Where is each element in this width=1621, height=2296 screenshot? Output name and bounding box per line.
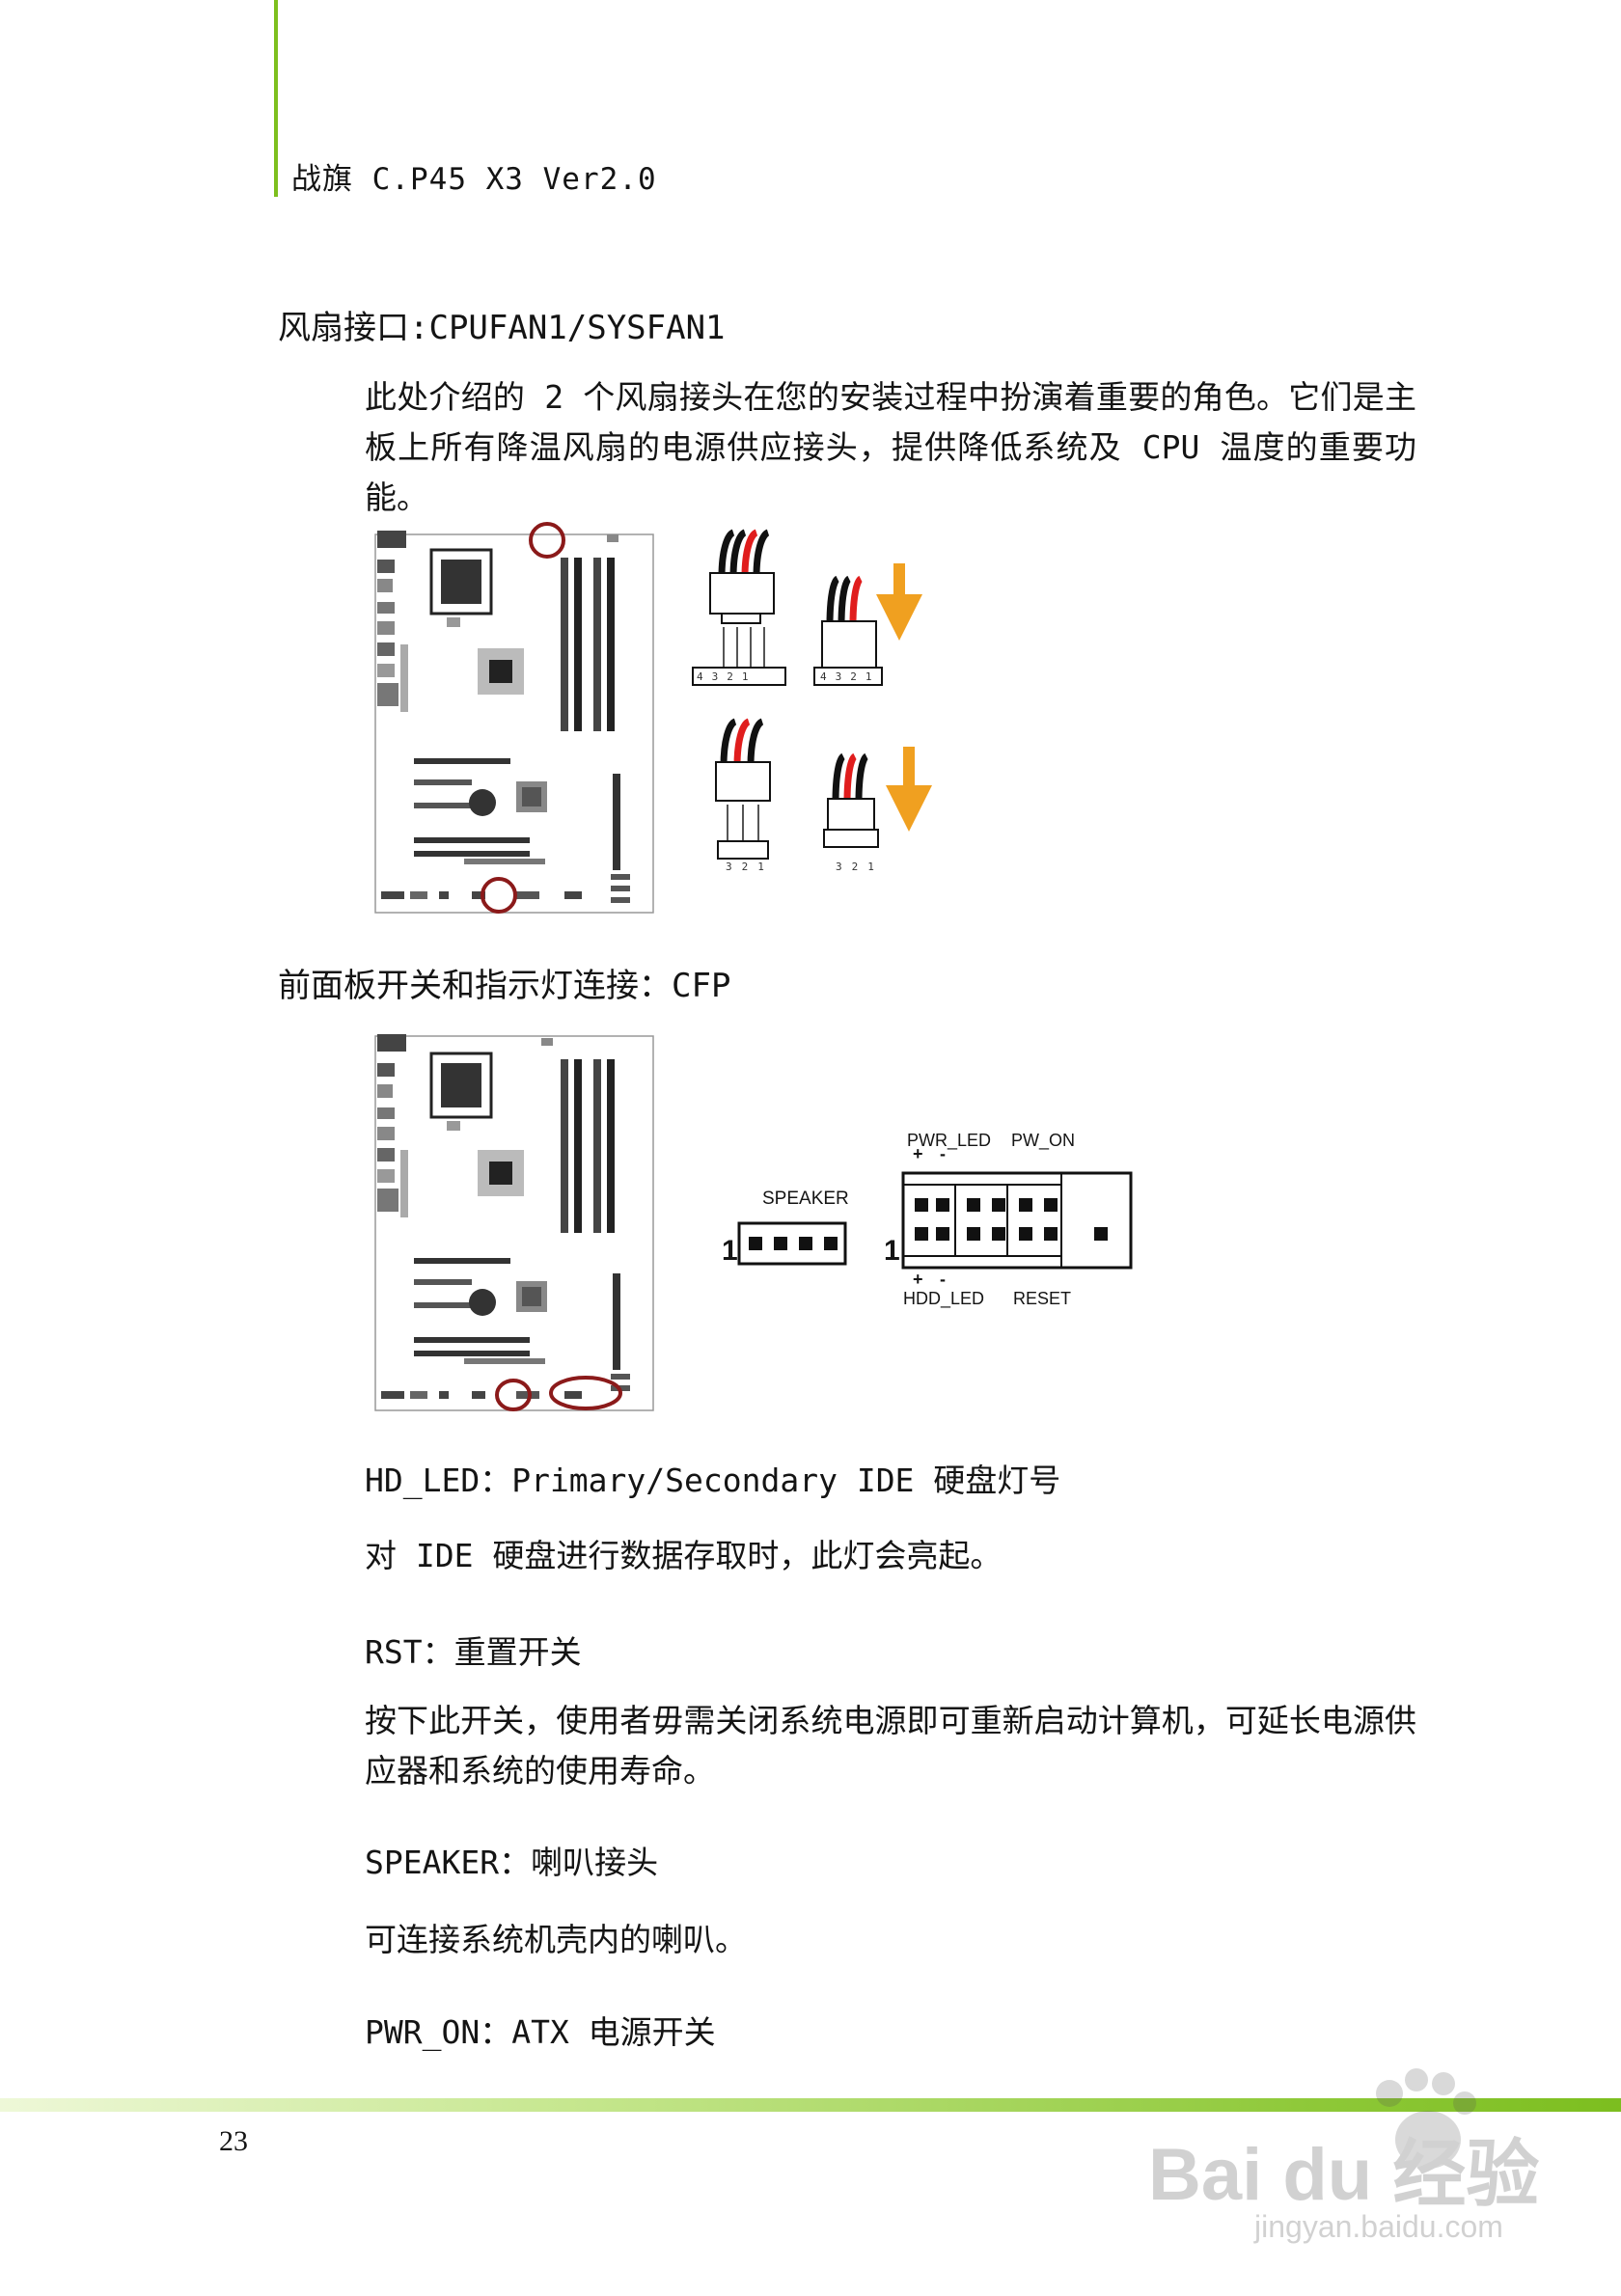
- hdd-led-plus: +: [913, 1270, 923, 1289]
- cfp-pin-diagram: SPEAKER 1 1 PWR_LED PW_ON + - + - HDD_LE…: [714, 1131, 1139, 1343]
- hdd-led-minus: -: [940, 1270, 946, 1289]
- cfp-header: [901, 1171, 1133, 1270]
- speaker-label: SPEAKER: [762, 1189, 849, 1209]
- item-speaker-title: SPEAKER：喇叭接头: [365, 1844, 659, 1881]
- item-rst-desc: 按下此开关，使用者毋需关闭系统电源即可重新启动计算机，可延长电源供应器和系统的使…: [365, 1702, 1416, 1790]
- speaker-header: [737, 1221, 847, 1266]
- header-accent-bar: [274, 0, 278, 197]
- hdd-led-label: HDD_LED: [903, 1289, 985, 1308]
- fan-section-paragraph: 此处介绍的 2 个风扇接头在您的安装过程中扮演着重要的角色。它们是主板上所有降温…: [365, 378, 1416, 516]
- header-title: 战旗 C.P45 X3 Ver2.0: [291, 162, 657, 197]
- fan-4pin-numbers-a: 4321: [697, 670, 757, 683]
- reset-label: RESET: [1013, 1289, 1072, 1308]
- paw-icon: [1376, 2068, 1476, 2169]
- watermark-url: jingyan.baidu.com: [1254, 2209, 1503, 2244]
- fan-4pin-numbers-b: 4321: [820, 670, 881, 683]
- fan-connector-diagrams: [692, 529, 932, 860]
- item-hd-led-title: HD_LED：Primary/Secondary IDE 硬盘灯号: [365, 1462, 1061, 1499]
- item-pwr-on-title: PWR_ON：ATX 电源开关: [365, 2013, 716, 2051]
- cfp-pin-one: 1: [884, 1235, 900, 1267]
- speaker-pin-one: 1: [722, 1235, 738, 1267]
- cfp-section-heading: 前面板开关和指示灯连接：CFP: [278, 967, 731, 1005]
- item-speaker-desc: 可连接系统机壳内的喇叭。: [365, 1921, 747, 1958]
- watermark-brand: Bai du 经验: [1148, 2134, 1540, 2216]
- pw-on-label: PW_ON: [1011, 1131, 1076, 1150]
- fan-3pin-plugged: [823, 747, 932, 848]
- page-number: 23: [219, 2125, 248, 2157]
- fan-section-heading: 风扇接口:CPUFAN1/SYSFAN1: [278, 309, 726, 347]
- pwr-led-label: PWR_LED: [907, 1131, 992, 1150]
- motherboard-diagram-cfp: [371, 1030, 661, 1416]
- fan-3pin-numbers-a: 321: [726, 861, 774, 873]
- motherboard-diagram-fan: [371, 521, 661, 918]
- pwr-led-plus: +: [913, 1144, 923, 1163]
- item-hd-led-desc: 对 IDE 硬盘进行数据存取时，此灯会亮起。: [365, 1537, 1003, 1574]
- fan-3pin-housing: [715, 718, 771, 860]
- fan-4pin-housing: [692, 529, 786, 686]
- fan-4pin-plugged: [813, 563, 922, 686]
- item-rst-title: RST：重置开关: [365, 1633, 582, 1671]
- fan-3pin-numbers-b: 321: [836, 861, 884, 873]
- baidu-watermark: Bai du 经验 jingyan.baidu.com: [1110, 2064, 1563, 2248]
- footer-accent-bar: [0, 2098, 1621, 2112]
- pwr-led-minus: -: [940, 1144, 946, 1163]
